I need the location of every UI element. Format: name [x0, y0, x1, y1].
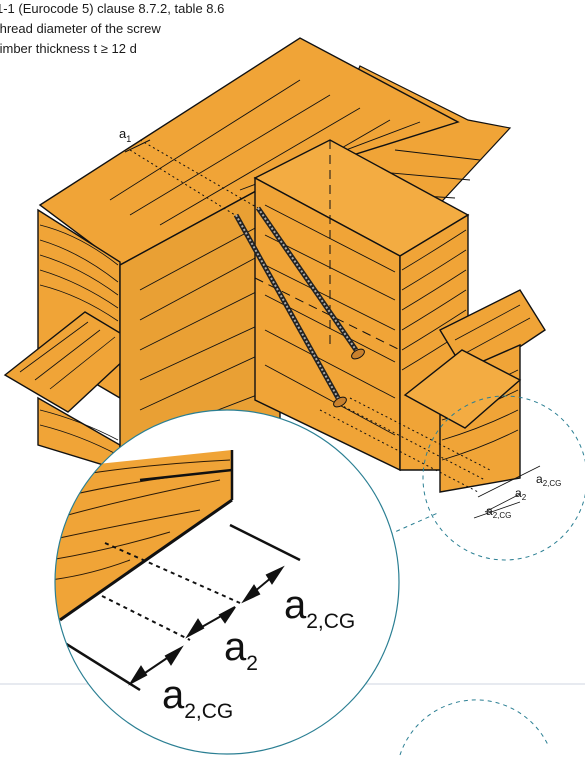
zoom-a2cg-1-sub: 2,CG	[306, 610, 355, 633]
small-a2-sub: 2	[522, 493, 527, 502]
zoom-a2-main: a	[224, 625, 247, 669]
small-a2cg-2-sub: 2,CG	[493, 511, 512, 520]
header-line-1: 1-1 (Eurocode 5) clause 8.7.2, table 8.6	[0, 1, 225, 16]
zoom-a2cg-2-sub: 2,CG	[184, 700, 233, 723]
next-detail-circle	[399, 699, 549, 756]
svg-text:a2,CG: a2,CG	[284, 583, 355, 633]
svg-text:a2,CG: a2,CG	[536, 472, 561, 488]
a1-dimension: a1	[119, 126, 151, 153]
screw-axis-lines	[129, 139, 491, 493]
zoom-a2cg-1-main: a	[284, 583, 307, 627]
svg-text:a2,CG: a2,CG	[162, 673, 233, 723]
screw-right	[255, 206, 365, 360]
svg-text:a2,CG: a2,CG	[486, 504, 511, 520]
small-a2cg-2-main: a	[486, 504, 493, 518]
a1-main: a	[119, 126, 127, 141]
small-dimensions: a2,CG a2 a2,CG	[473, 465, 561, 520]
svg-text:a2: a2	[515, 486, 527, 502]
zoom-arrows	[128, 565, 285, 686]
a1-sub: 1	[126, 134, 131, 144]
detail-reference-circle	[422, 395, 585, 561]
hidden-edges	[254, 140, 401, 351]
left-end-rings	[39, 224, 119, 322]
small-a2cg-1-sub: 2,CG	[543, 479, 562, 488]
small-a2-main: a	[515, 486, 522, 500]
svg-text:a2: a2	[224, 625, 258, 675]
header-line-2: thread diameter of the screw	[0, 21, 161, 36]
zoom-a2cg-2-main: a	[162, 673, 185, 717]
header-line-3: timber thickness t ≥ 12 d	[0, 41, 137, 56]
svg-text:a1: a1	[119, 126, 131, 144]
zoom-detail: a2,CG a2 a2,CG	[54, 409, 400, 755]
right-board-mid	[403, 349, 522, 429]
small-a2cg-1-main: a	[536, 472, 543, 486]
screw-left	[233, 213, 347, 408]
zoom-a2-sub: 2	[246, 652, 258, 675]
